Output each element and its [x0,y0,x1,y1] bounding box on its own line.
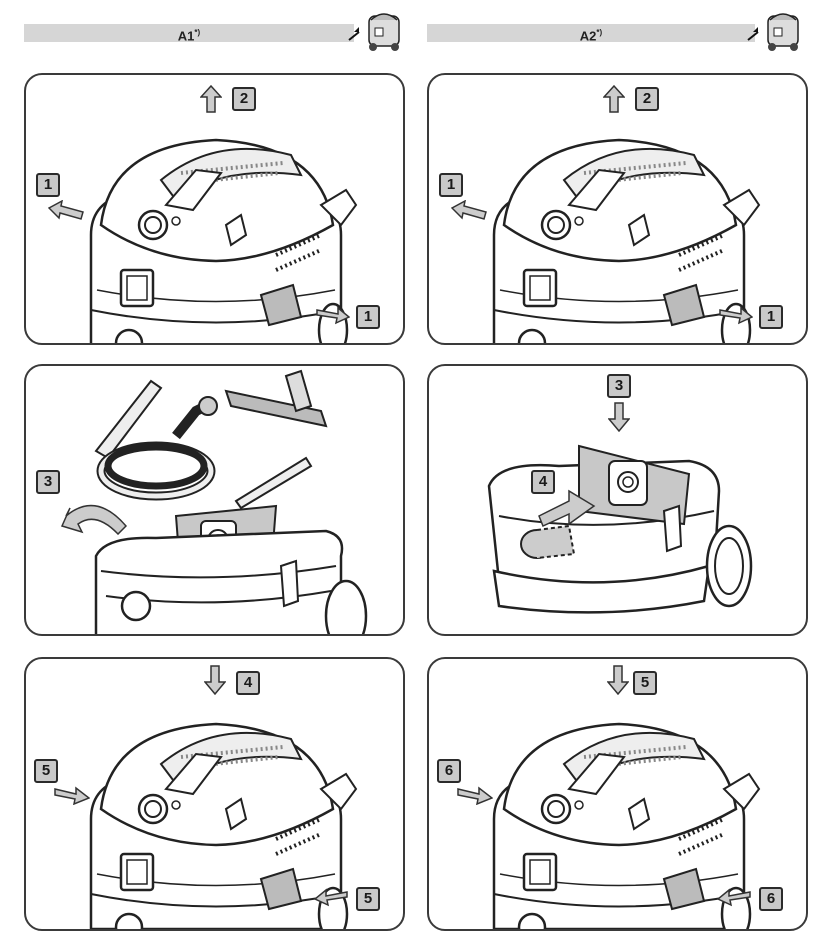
step-number-badge: 1 [36,173,60,197]
arrow-right-icon [54,786,90,805]
vacuum-thumbnail-icon [348,13,400,51]
step-number-badge: 1 [356,305,380,329]
header-bar-a2: A2*) [427,24,755,44]
step-number-badge: 4 [531,470,555,494]
arrow-left-icon [48,200,84,220]
arrow-down-icon [608,402,630,432]
arrow-left-icon [717,888,751,907]
arrow-left-icon [314,888,348,907]
step-number-badge: 6 [759,887,783,911]
arrow-up-icon [603,85,625,113]
arrow-left-icon [451,200,487,220]
step-number-badge: 5 [633,671,657,695]
step-number-badge: 6 [437,759,461,783]
step-number-badge: 3 [607,374,631,398]
step-number-badge: 2 [635,87,659,111]
step-number-badge: 5 [34,759,58,783]
step-number-badge: 3 [36,470,60,494]
container-and-bag-illustration [487,444,753,614]
panel-a1-refit-head: 4 5 5 [24,657,405,931]
arrow-right-icon [719,306,753,325]
arrow-down-icon [204,665,226,695]
vacuum-thumbnail-icon [747,13,799,51]
panel-a1-insert-bag: 3 [24,364,405,636]
step-number-badge: 4 [236,671,260,695]
step-number-badge: 1 [759,305,783,329]
step-number-badge: 5 [356,887,380,911]
arrow-down-icon [607,665,629,695]
header-label-a1: A1*) [177,28,201,44]
panel-a2-insert-bag: 3 4 [427,364,808,636]
arrow-right-icon [457,786,493,805]
step-number-badge: 2 [232,87,256,111]
panel-a1-remove-head: 2 1 1 [24,73,405,345]
step-number-badge: 1 [439,173,463,197]
header-bar-a1: A1*) [24,24,354,44]
arrow-up-icon [200,85,222,113]
panel-a2-remove-head: 2 1 1 [427,73,808,345]
panel-a2-refit-head: 5 6 6 [427,657,808,931]
accessories-and-bag-illustration [60,369,368,634]
arrow-right-icon [316,306,350,325]
header-label-a2: A2*) [579,28,603,44]
